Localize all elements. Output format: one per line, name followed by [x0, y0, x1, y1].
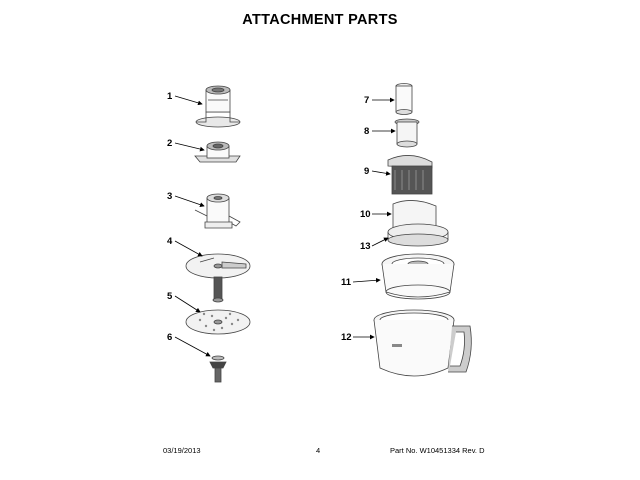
callout-6: 6 — [167, 332, 172, 343]
callout-7: 7 — [364, 95, 369, 106]
part-8-drawing — [394, 118, 420, 148]
callout-11: 11 — [341, 277, 352, 288]
part-9-drawing — [387, 155, 433, 195]
callout-1: 1 — [167, 91, 173, 102]
callout-2: 2 — [167, 138, 172, 149]
callout-8: 8 — [364, 126, 369, 137]
footer-page-number: 4 — [316, 446, 321, 455]
part-1-drawing — [195, 85, 241, 128]
part-4-drawing — [185, 253, 251, 303]
callout-5: 5 — [167, 291, 173, 302]
callout-4: 4 — [167, 236, 173, 247]
callout-10: 10 — [360, 209, 371, 220]
callout-3: 3 — [167, 191, 172, 202]
page-title: ATTACHMENT PARTS — [242, 12, 398, 28]
part-3-drawing — [194, 193, 241, 229]
part-6-drawing — [209, 355, 227, 383]
callout-13: 13 — [360, 241, 371, 252]
part-7-drawing — [395, 83, 413, 115]
callout-9: 9 — [364, 166, 369, 177]
part-10-drawing — [387, 200, 449, 247]
footer-part-number: Part No. W10451334 Rev. D — [390, 446, 485, 455]
footer-date: 03/19/2013 — [163, 446, 201, 455]
callout-12: 12 — [341, 332, 352, 343]
part-12-drawing — [373, 309, 472, 377]
part-2-drawing — [194, 141, 241, 163]
part-11-drawing — [381, 253, 455, 300]
part-5-drawing — [185, 309, 251, 335]
